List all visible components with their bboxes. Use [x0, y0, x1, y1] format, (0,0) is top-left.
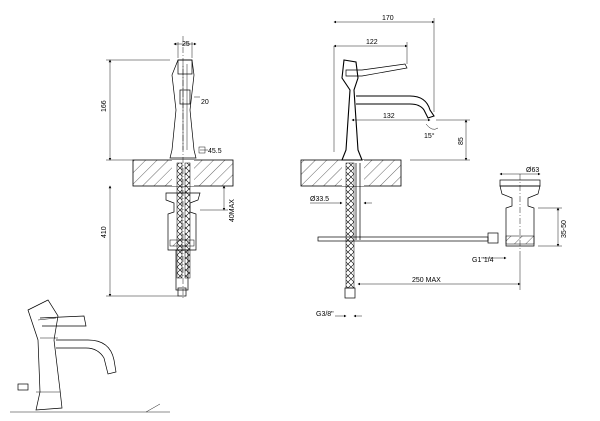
- spout-angle-dim: 15°: [424, 132, 435, 140]
- below-counter-dim: 410: [101, 226, 108, 238]
- thread-dim: G1"1/4: [472, 257, 494, 264]
- total-height-dim: 166: [101, 100, 108, 112]
- supply-hose-left: [176, 162, 183, 279]
- spout-side: [356, 95, 435, 119]
- handle-front: [177, 59, 193, 75]
- pop-up-rod: [317, 236, 489, 242]
- waste-detail: Ø63 35-50 G1"1/4 250 MAX: [357, 167, 568, 290]
- body-diameter-dim: 45.5: [208, 148, 222, 155]
- waste-plug: [499, 185, 541, 247]
- overall-length-dim: 170: [382, 15, 394, 22]
- front-view: 25 20 166 410 45.5 40MAX: [101, 36, 236, 300]
- supply-hose-side: [345, 162, 355, 289]
- hole-diameter-dim: Ø33.5: [310, 196, 329, 203]
- handle-depth-dim: 20: [201, 99, 209, 106]
- plug-diameter-dim: Ø63: [526, 167, 539, 174]
- spout-height-dim: 85: [458, 137, 465, 145]
- lever-side: [345, 63, 408, 77]
- connection-dim: G3/8": [316, 311, 334, 318]
- max-thickness-dim: 40MAX: [229, 199, 236, 222]
- max-distance-dim: 250 MAX: [412, 277, 441, 284]
- faucet-side-body: [341, 59, 363, 161]
- spout-reach-dim: 132: [383, 113, 395, 120]
- height-range-dim: 35-50: [561, 220, 568, 238]
- faucet-front-body: [169, 59, 197, 159]
- handle-length-dim: 122: [366, 39, 378, 46]
- waste-front: [165, 192, 201, 251]
- side-view: 170 122 132 15° 85 Ø33.5 G3/8": [300, 15, 499, 318]
- supply-hose-right: [184, 162, 191, 279]
- handle-width-dim: 25: [182, 41, 190, 48]
- faucet-perspective-sketch: [10, 299, 170, 413]
